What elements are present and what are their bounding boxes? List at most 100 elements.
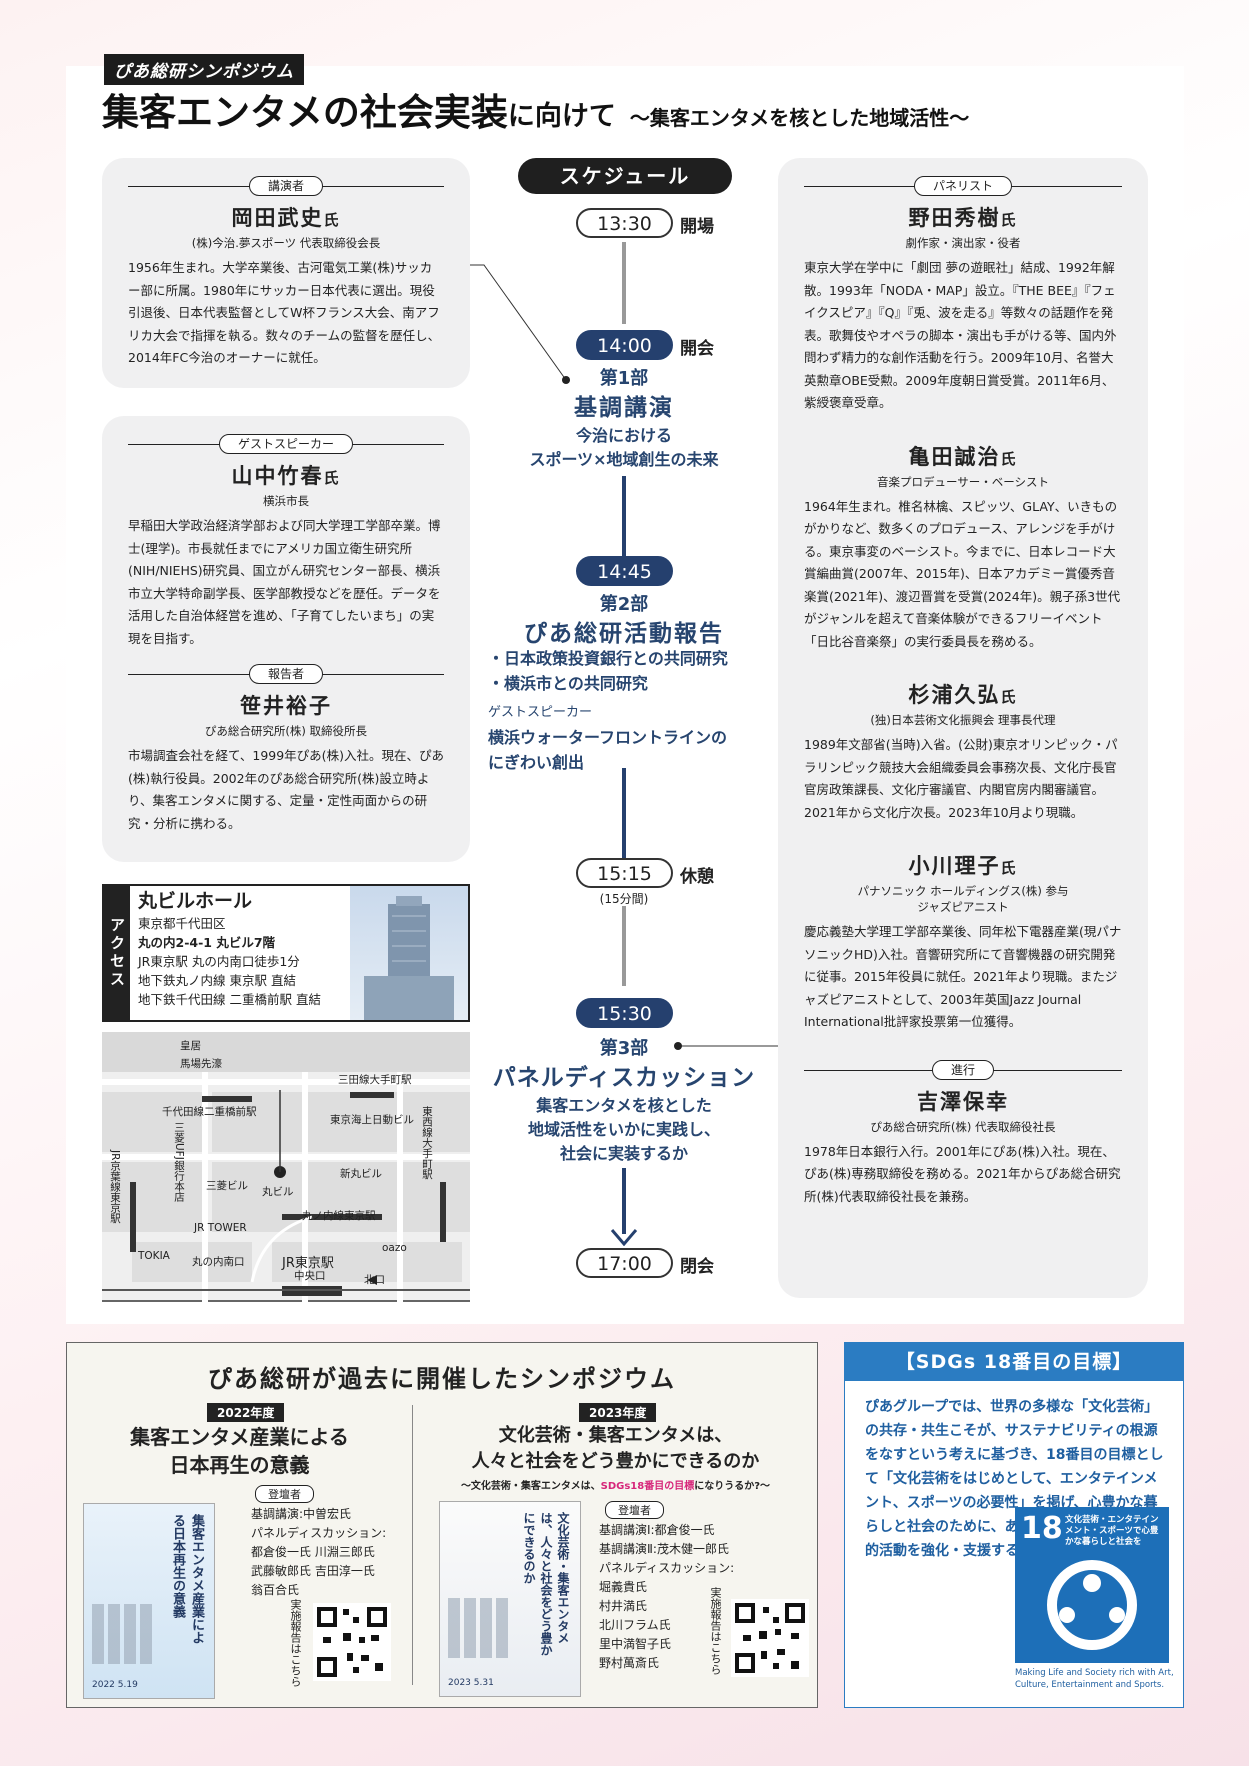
map-label: 千代田線二重橋前駅 [162, 1106, 257, 1118]
reporter-role: ぴあ総合研究所(株) 取締役所長 [204, 724, 368, 738]
panelist-bio: 1989年文部省(当時)入省。(公財)東京オリンピック・パラリンピック競技大会組… [804, 737, 1118, 820]
time-1530: 15:30 [576, 998, 673, 1028]
poster-2023: 文化芸術・集客エンタメは、人々と社会をどう豊かにできるのか 2023 5.31 [439, 1501, 581, 1697]
label-break: 休憩 [680, 867, 714, 887]
label-open-doors: 開場 [680, 217, 714, 237]
timeline-arrow-icon [610, 1229, 638, 1246]
speaker-label: 講演者 [248, 176, 324, 196]
sdgs-18-logo: 18 文化芸術・エンタテインメント・スポーツで心豊かな暮らしと社会を [1015, 1507, 1169, 1663]
part1-sub: スポーツ×地域創生の未来 [529, 450, 719, 469]
time-1445: 14:45 [576, 556, 673, 586]
panelist-role: ジャズピアニスト [917, 900, 1009, 914]
part1-title: 基調講演 [574, 395, 674, 421]
page-title: 集客エンタメの社会実装に向けて〜集客エンタメを核とした地域活性〜 [102, 91, 970, 134]
time-1700: 17:00 [576, 1248, 673, 1278]
qr-code-icon[interactable] [313, 1603, 391, 1681]
panelist-name: 野田秀樹氏 [908, 206, 1018, 230]
panelist-bio: 1964年生まれ。椎名林檎、スピッツ、GLAY、いきものがかりなど、数多くのプロ… [804, 498, 1121, 649]
report-link-2023[interactable]: 実施報告はこちら [709, 1587, 722, 1675]
moderator-name: 吉澤保幸 [917, 1089, 1009, 1114]
speakers-label-2022: 登壇者 [255, 1485, 314, 1503]
guest-role: 横浜市長 [263, 494, 309, 508]
map-label: 皇居 [180, 1040, 201, 1052]
part3-sub: 社会に実装するか [559, 1144, 688, 1163]
part2-title: ぴあ総研活動報告 [524, 621, 724, 647]
guest-card: ゲストスピーカー 山中竹春氏 横浜市長 早稲田大学政治経済学部および同大学理工学… [102, 416, 470, 862]
map-label: 新丸ビル [340, 1168, 382, 1180]
part2-bullets: ・日本政策投資銀行との共同研究・横浜市との共同研究 ゲストスピーカー 横浜ウォー… [488, 649, 728, 772]
part3-sub: 地域活性をいかに実践し、 [527, 1120, 720, 1139]
poster-2022: 集客エンタメ産業による日本再生の意義 2022 5.19 [83, 1503, 215, 1699]
speaker-bio: 1956年生まれ。大学卒業後、古河電気工業(株)サッカー部に所属。1980年にサ… [128, 260, 441, 365]
panelist-bio: 東京大学在学中に「劇団 夢の遊眠社」結成、1992年解散。1993年「NODA・… [804, 260, 1117, 410]
panelist-role: パナソニック ホールディングス(株) 参与 [857, 884, 1069, 898]
timeline-segment [622, 906, 626, 986]
moderator-label: 進行 [931, 1059, 995, 1080]
map-label: 東京海上日動ビル [330, 1114, 414, 1126]
building-photo [350, 886, 468, 1020]
panelist-bio: 慶応義塾大学理工学部卒業後、同年松下電器産業(現パナソニックHD)入社。音響研究… [804, 924, 1122, 1029]
map-label: oazo [382, 1242, 407, 1254]
guest-bio: 早稲田大学政治経済学部および同大学理工学部卒業。博士(理学)。市長就任までにアメ… [128, 518, 441, 646]
part3-title: パネルディスカッション [492, 1065, 756, 1091]
symposium-tag: ぴあ総研シンポジウム [104, 54, 304, 85]
map-label: JR東京駅 [282, 1256, 334, 1271]
map-label: 北口 [364, 1274, 385, 1286]
sdgs-box: 【SDGs 18番目の目標】 ぴあグループでは、世界の多様な「文化芸術」の共存・… [844, 1342, 1184, 1708]
sdgs-title: 【SDGs 18番目の目標】 [845, 1343, 1183, 1381]
map-label: 中央口 [294, 1270, 326, 1282]
past-2022-title: 集客エンタメ産業による日本再生の意義 [130, 1425, 349, 1477]
venue-name: 丸ビルホール [138, 890, 253, 912]
map-label: JR京葉線東京駅 [109, 1150, 121, 1224]
access-label: アクセス [104, 886, 130, 1020]
time-1330: 13:30 [576, 208, 673, 238]
map-label: 東西線大手町駅 [421, 1106, 433, 1180]
timeline-segment [622, 768, 626, 858]
sdgs-caption: Making Life and Society rich with Art, C… [1015, 1668, 1174, 1690]
schedule-title: スケジュール [518, 158, 732, 194]
past-2023-speakers: 基調講演Ⅰ:都倉俊一氏基調講演Ⅱ:茂木健一郎氏パネルディスカッション:堀義貴氏村… [599, 1523, 735, 1670]
past-2023-sub: 〜文化芸術・集客エンタメは、SDGs18番目の目標になりうるか?〜 [460, 1481, 771, 1492]
time-1515: 15:15 [576, 858, 673, 888]
past-symposiums: ぴあ総研が過去に開催したシンポジウム 2022年度 集客エンタメ産業による日本再… [66, 1342, 818, 1708]
map-label: 丸ビル [262, 1186, 294, 1198]
time-1400: 14:00 [576, 330, 673, 360]
map-label: 丸ノ内線東京駅 [302, 1210, 376, 1222]
report-link-2022[interactable]: 実施報告はこちら [289, 1599, 302, 1687]
map-label: 馬場先濠 [180, 1058, 222, 1070]
speaker-card: 講演者 岡田武史氏 (株)今治.夢スポーツ 代表取締役会長 1956年生まれ。大… [102, 158, 470, 388]
panelist-label: パネリスト [913, 176, 1013, 196]
speaker-name: 岡田武史氏 [231, 206, 341, 230]
map-label: 三菱ビル [206, 1180, 248, 1192]
panelist-role: 劇作家・演出家・役者 [905, 236, 1021, 250]
past-title: ぴあ総研が過去に開催したシンポジウム [208, 1365, 676, 1393]
map-label: 三菱UFJ銀行本店 [173, 1122, 185, 1202]
map-label: 丸の内南口 [192, 1256, 245, 1268]
past-2022-speakers: 基調講演:中曽宏氏パネルディスカッション:都倉俊一氏 川淵三郎氏武藤敏郎氏 吉田… [251, 1507, 387, 1597]
speaker-role: (株)今治.夢スポーツ 代表取締役会長 [191, 236, 381, 250]
moderator-role: ぴあ総合研究所(株) 代表取締役社長 [870, 1119, 1056, 1134]
year-badge-2022: 2022年度 [207, 1403, 285, 1422]
timeline-segment [622, 1168, 626, 1234]
map-label: JR TOWER [194, 1222, 247, 1234]
panelist-name: 杉浦久弘氏 [908, 683, 1018, 707]
panelist-role: (独)日本芸術文化振興会 理事長代理 [870, 713, 1056, 727]
panelist-name: 亀田誠治氏 [908, 444, 1018, 469]
guest-label: ゲストスピーカー [218, 434, 354, 454]
panelist-name: 小川理子氏 [908, 854, 1018, 878]
guest-name: 山中竹春氏 [231, 464, 341, 488]
panelist-card: パネリスト 野田秀樹氏 劇作家・演出家・役者 東京大学在学中に「劇団 夢の遊眠社… [778, 158, 1148, 1298]
map-label: 三田線大手町駅 [338, 1074, 412, 1086]
panelist-role: 音楽プロデューサー・ベーシスト [876, 474, 1050, 489]
past-2023-title: 文化芸術・集客エンタメは、人々と社会をどう豊かにできるのか [471, 1425, 760, 1472]
part2-label: 第2部 [599, 594, 649, 615]
sdgs-logo-icon [1047, 1560, 1137, 1650]
part3-sub: 集客エンタメを核とした [536, 1096, 712, 1115]
label-opening: 開会 [680, 339, 714, 359]
break-note: (15分間) [599, 892, 649, 906]
reporter-bio: 市場調査会社を経て、1999年ぴあ(株)入社。現在、ぴあ(株)執行役員。2002… [128, 748, 444, 831]
qr-code-icon[interactable] [731, 1599, 809, 1677]
